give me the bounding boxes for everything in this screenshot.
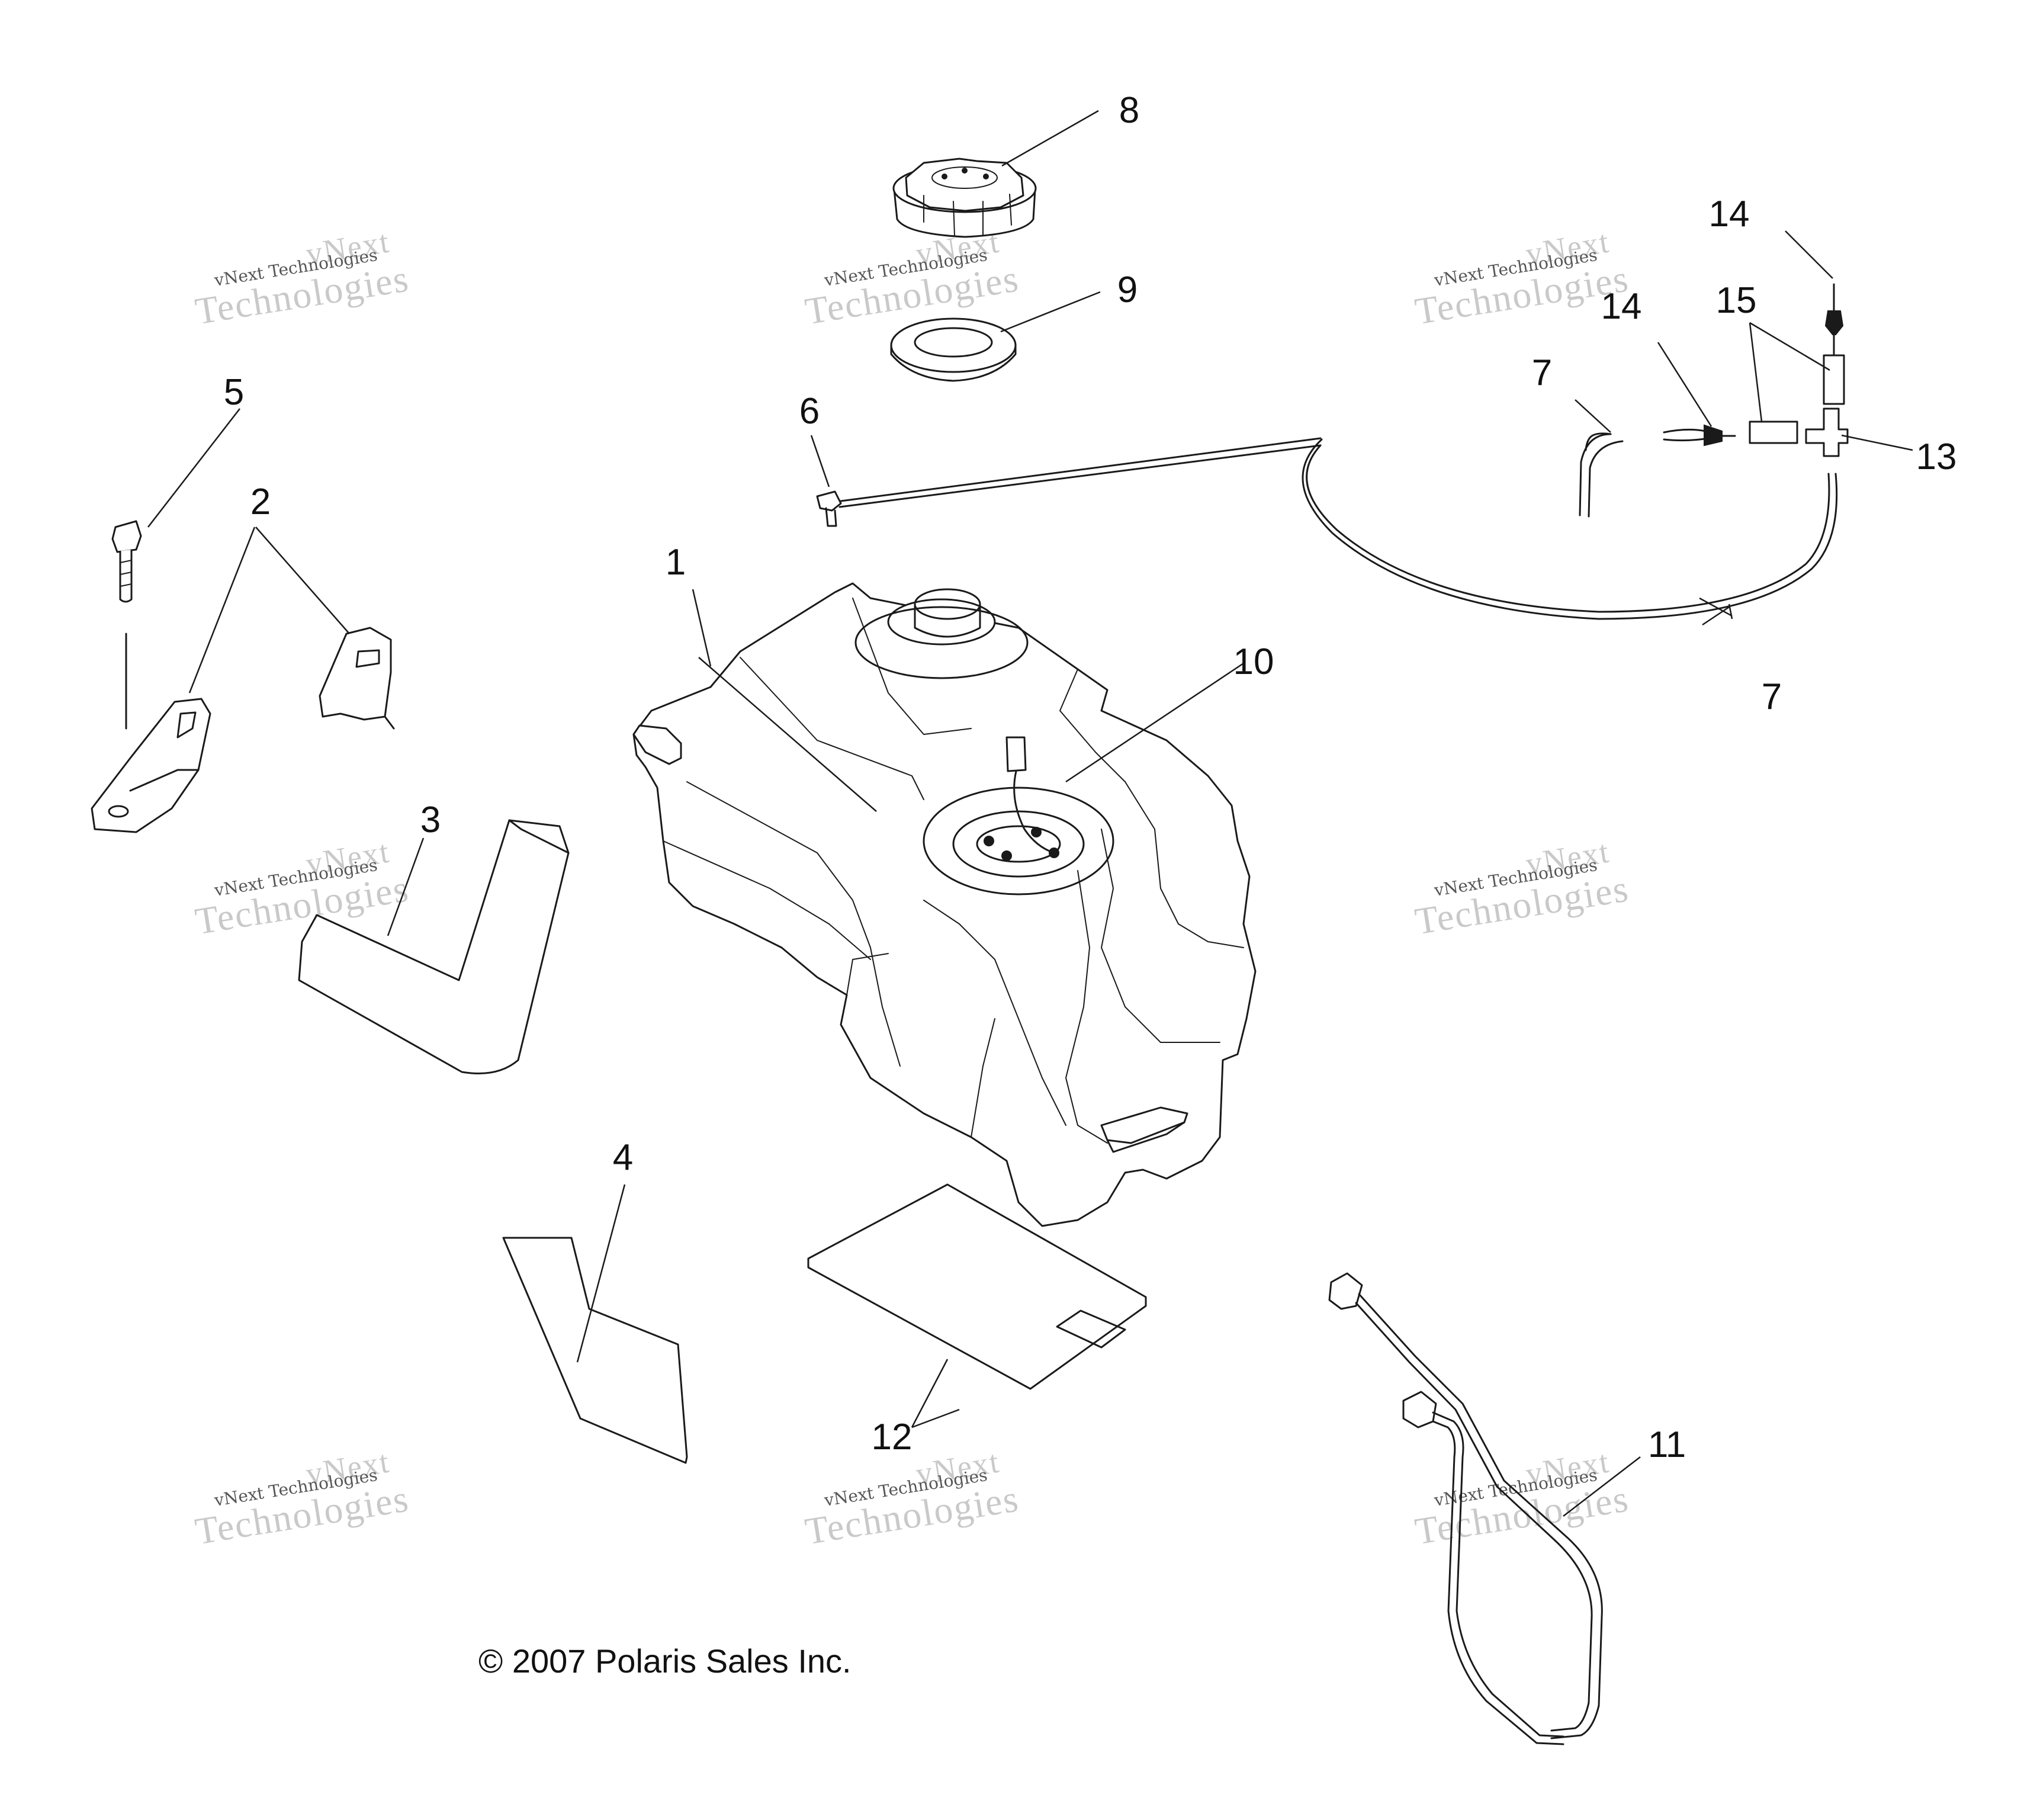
vent-valves (1663, 283, 1849, 457)
callout-4: 4 (612, 1137, 634, 1178)
bracket-left (91, 698, 211, 833)
vent-hose (1302, 432, 1838, 620)
callout-7-upper: 7 (1531, 352, 1553, 393)
callout-11: 11 (1647, 1424, 1686, 1465)
callout-5: 5 (223, 372, 245, 413)
callout-14-right: 14 (1708, 194, 1750, 235)
bracket-right (319, 627, 395, 730)
bolt (111, 520, 142, 730)
pad-panel (502, 1237, 688, 1464)
callout-14-left: 14 (1601, 286, 1642, 327)
callout-7-lower: 7 (1761, 676, 1782, 717)
fuel-cap (892, 158, 1037, 238)
callout-6: 6 (799, 391, 820, 432)
callout-15: 15 (1715, 280, 1757, 321)
callout-2: 2 (250, 482, 271, 522)
vent-fitting (816, 437, 1322, 527)
copyright-notice: © 2007 Polaris Sales Inc. (478, 1642, 852, 1680)
callout-13: 13 (1916, 436, 1957, 477)
callout-10: 10 (1233, 641, 1274, 682)
fuel-tank (632, 582, 1257, 1227)
seal-ring (890, 317, 1017, 382)
callout-12: 12 (871, 1417, 913, 1458)
plate-panel (807, 1183, 1147, 1390)
wiring-harness (1328, 1272, 1603, 1745)
leader-lines (147, 110, 1913, 1517)
callout-9: 9 (1117, 269, 1138, 310)
callout-3: 3 (420, 800, 441, 840)
callout-8: 8 (1119, 90, 1140, 131)
callout-1: 1 (665, 542, 686, 583)
foam-pad-l (298, 819, 570, 1074)
